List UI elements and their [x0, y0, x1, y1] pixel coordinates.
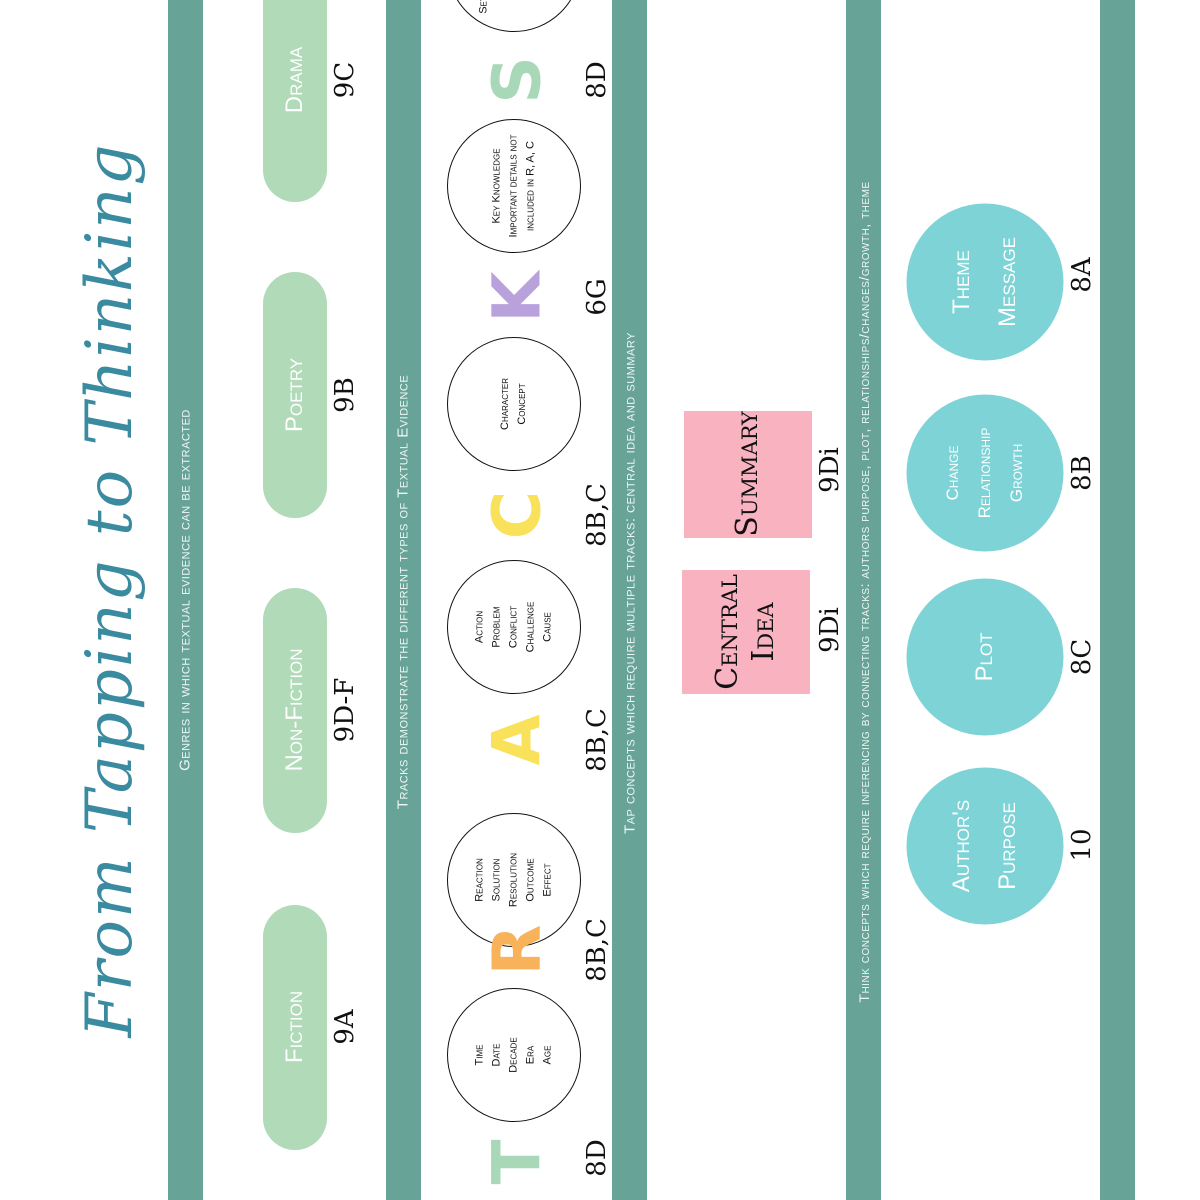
track-letter-t: T	[478, 1139, 556, 1185]
think-circle-authors-purpose	[906, 767, 1064, 925]
track-code: 8B,C	[582, 708, 612, 772]
track-letter-s: S	[478, 56, 556, 104]
track-circle-r	[447, 813, 581, 947]
genre-label: Poetry	[281, 357, 308, 433]
genres-band	[168, 0, 203, 1200]
genre-code: 9C	[330, 61, 360, 99]
think-circle-theme	[906, 203, 1064, 361]
track-s-text: Set	[477, 0, 490, 14]
track-circle-a	[447, 560, 581, 694]
tap-code: 9Di	[815, 447, 845, 493]
tap-box-central-idea	[682, 570, 810, 694]
track-code: 8D	[582, 1139, 612, 1177]
genre-pill-fiction	[263, 905, 327, 1150]
track-circle-t	[447, 988, 581, 1122]
track-code: 8D	[582, 61, 612, 99]
page-title: From Tapping to Thinking	[73, 142, 147, 1038]
track-circle-k	[447, 119, 581, 253]
think-code: 8B	[1067, 455, 1097, 491]
think-code: 8C	[1067, 638, 1097, 676]
think-heading: Think concepts which require inferencing…	[856, 181, 872, 1003]
track-code: 6G	[582, 278, 612, 316]
genre-pill-poetry	[263, 272, 327, 518]
think-circle-change	[906, 394, 1064, 552]
genre-pill-nonfiction	[263, 588, 327, 833]
think-circle-plot	[906, 578, 1064, 736]
track-code: 8B,C	[582, 483, 612, 547]
track-letter-k: K	[478, 271, 556, 323]
genres-heading: Genres in which textual evidence can be …	[176, 409, 194, 771]
genre-code: 9B	[330, 377, 360, 413]
think-band	[846, 0, 881, 1200]
tap-heading: Tap concepts which require multiple trac…	[621, 332, 639, 834]
genre-code: 9D-F	[330, 677, 360, 743]
genre-code: 9A	[330, 1009, 360, 1045]
genre-label: Drama	[281, 46, 308, 114]
genre-label: Non-Fiction	[281, 648, 308, 772]
genre-pill-drama	[263, 0, 327, 202]
track-letter-c: C	[478, 490, 556, 540]
tracks-heading: Tracks demonstrate the different types o…	[394, 374, 412, 810]
think-code: 8A	[1067, 257, 1097, 293]
think-code: 10	[1067, 828, 1097, 862]
track-circle-c	[447, 337, 581, 471]
track-circle-s	[447, 0, 581, 32]
genre-label: Fiction	[281, 990, 308, 1064]
right-edge-band	[1100, 0, 1135, 1200]
tap-band	[612, 0, 647, 1200]
track-code: 8B,C	[582, 918, 612, 982]
tap-label: Summary	[730, 411, 765, 537]
track-letter-a: A	[478, 714, 556, 766]
think-label: Plot	[971, 632, 998, 682]
tracks-band	[386, 0, 421, 1200]
track-letter-r: R	[478, 924, 556, 976]
tap-code: 9Di	[815, 607, 845, 653]
tap-box-summary	[684, 411, 812, 538]
